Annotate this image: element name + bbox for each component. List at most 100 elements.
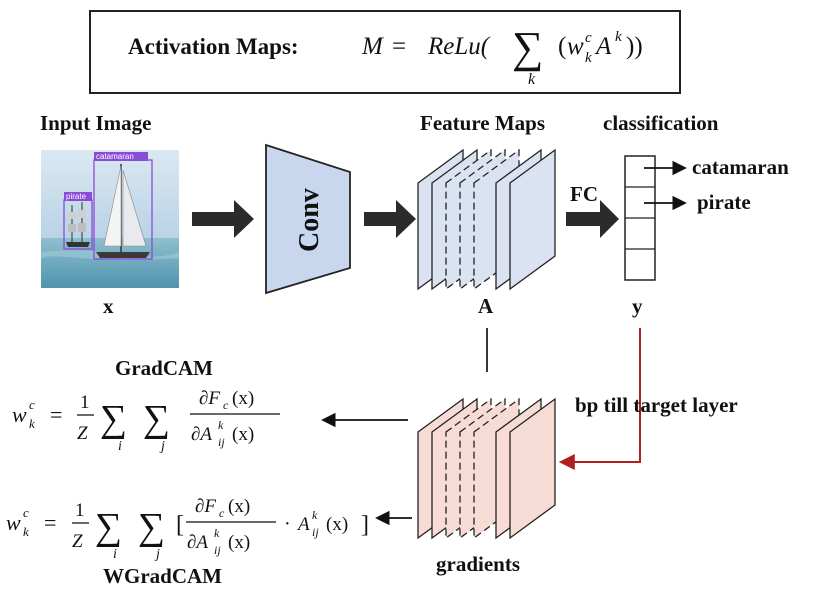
catamaran-sail-main — [103, 165, 122, 247]
wgradcam-w: w — [6, 510, 21, 535]
right-arrow-icon — [192, 200, 254, 238]
gradcam-one: 1 — [80, 392, 90, 413]
feature-maps-title: Feature Maps — [420, 111, 545, 135]
gradcam-eq: = — [50, 402, 62, 427]
activation-maps-formula-box: Activation Maps: M = ReLu( ∑ k ( w c k A… — [89, 10, 681, 94]
class-output-catamaran: catamaran — [692, 155, 789, 179]
formula-box-border — [89, 10, 681, 94]
wgradcam-a-sup: k — [312, 508, 318, 522]
input-image-group: Input Image catamaran pirate x — [40, 111, 179, 318]
catamaran-hull — [96, 252, 150, 258]
wgradcam-sum-i: ∑ — [95, 506, 122, 548]
gradients-label: gradients — [436, 552, 520, 576]
wgradcam-sum-j: ∑ — [138, 506, 165, 548]
class-output-pirate: pirate — [697, 190, 751, 214]
wgradcam-eq: = — [44, 510, 56, 535]
gradcam-z: Z — [77, 423, 88, 444]
wgradcam-idx-j: j — [154, 547, 160, 562]
gradients-stack: gradients — [417, 397, 556, 576]
wgradcam-a: A — [296, 514, 310, 535]
wgradcam-num: ∂F — [195, 496, 216, 517]
gradcam-w-sup: c — [29, 397, 35, 412]
catamaran-sail-jib — [122, 169, 147, 247]
pirate-tag: pirate — [66, 192, 87, 201]
gradcam-title: GradCAM — [115, 356, 213, 380]
wgradcam-w-sub: k — [23, 524, 29, 539]
conv-trapezoid — [265, 143, 351, 295]
wgradcam-den-arg: (x) — [228, 532, 250, 553]
backprop-label: bp till target layer — [575, 393, 738, 417]
gradcam-num: ∂F — [199, 388, 220, 409]
wgradcam-w-sup: c — [23, 505, 29, 520]
formula-a: A — [594, 33, 612, 60]
catamaran-tag: catamaran — [96, 152, 134, 161]
wgradcam-idx-i: i — [113, 547, 117, 562]
wgradcam-a-sub: ij — [312, 525, 319, 539]
formula-close: )) — [626, 33, 643, 60]
formula-a-sup: k — [615, 29, 622, 45]
wgradcam-num-sub: c — [219, 506, 225, 520]
wgradcam-a-arg: (x) — [326, 514, 348, 535]
feature-maps-var: A — [478, 294, 494, 318]
gradcam-den-sub: ij — [218, 435, 225, 449]
wgradcam-rbr: ] — [361, 512, 369, 538]
gradcam-den-arg: (x) — [232, 424, 254, 445]
pirate-sail-2 — [78, 210, 86, 218]
formula-title: Activation Maps: — [128, 34, 299, 59]
fc-arrow-group: FC — [566, 182, 619, 238]
classification-var: y — [632, 294, 643, 318]
wgradcam-lbr: [ — [176, 512, 184, 538]
formula-sum: ∑ — [512, 23, 543, 72]
gradcam-formula: GradCAM w c k = 1 Z ∑ i ∑ j ∂F c (x) ∂A … — [12, 356, 280, 454]
right-arrow-icon — [566, 200, 619, 238]
input-var: x — [103, 294, 114, 318]
pirate-tag-bg — [64, 192, 92, 201]
wgradcam-den: ∂A — [187, 532, 208, 553]
wgradcam-num-arg: (x) — [228, 496, 250, 517]
gradcam-den: ∂A — [191, 424, 212, 445]
gradcam-idx-j: j — [159, 439, 165, 454]
pirate-hull — [66, 242, 90, 247]
pirate-sail-4 — [78, 223, 86, 232]
formula-w-sup: c — [585, 30, 592, 46]
gradcam-idx-i: i — [118, 439, 122, 454]
gradcam-sum-i: ∑ — [100, 398, 127, 440]
wgradcam-formula: w c k = 1 Z ∑ i ∑ j [ ∂F c (x) ∂A k ij (… — [6, 496, 369, 588]
formula-sum-index: k — [528, 71, 536, 88]
wgradcam-dot: · — [284, 513, 291, 535]
gradient-map-7 — [509, 397, 556, 540]
gradcam-sum-j: ∑ — [143, 398, 170, 440]
gradcam-den-sup: k — [218, 418, 224, 432]
formula-w-sub: k — [585, 50, 592, 66]
backprop-arrow-group: bp till target layer — [558, 328, 738, 470]
formula-lhs: M — [361, 33, 384, 60]
pirate-sail-3 — [68, 224, 76, 232]
formula-relu: ReLu( — [427, 33, 491, 60]
input-photo: catamaran pirate — [40, 150, 179, 288]
wgradcam-den-sup: k — [214, 526, 220, 540]
wgradcam-den-sub: ij — [214, 543, 221, 557]
conv-label: Conv — [294, 188, 325, 252]
gradcam-num-arg: (x) — [232, 388, 254, 409]
feature-maps-stack: Feature Maps A — [417, 111, 556, 318]
formula-open: ( — [558, 33, 566, 60]
catamaran-tag-bg — [94, 152, 148, 161]
wgradcam-z: Z — [72, 531, 83, 552]
fc-label: FC — [570, 182, 598, 206]
down-right-arrow-icon — [558, 328, 641, 470]
input-image-title: Input Image — [40, 111, 151, 135]
wgradcam-one: 1 — [75, 500, 85, 521]
feature-map-7 — [509, 148, 556, 291]
wgradcam-title: WGradCAM — [103, 564, 222, 588]
conv-block: Conv — [265, 143, 351, 295]
classification-vector: classification catamaran pirate y — [603, 111, 789, 318]
formula-eq: = — [392, 33, 406, 60]
gradcam-num-sub: c — [223, 398, 229, 412]
formula-w: w — [567, 33, 584, 60]
gradcam-w: w — [12, 402, 27, 427]
gradcam-w-sub: k — [29, 416, 35, 431]
pirate-sail-1 — [68, 212, 76, 219]
right-arrow-icon — [364, 200, 416, 238]
